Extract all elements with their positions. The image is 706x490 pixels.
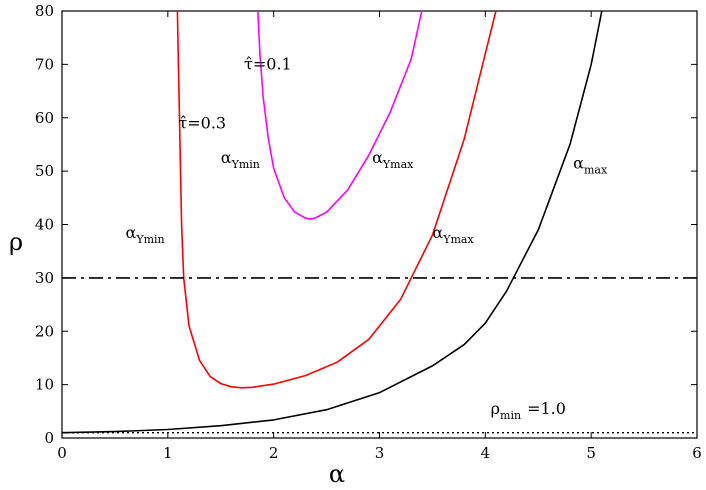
y-tick-label: 40: [35, 216, 54, 234]
annotation-label: ρmin =1.0: [491, 399, 566, 422]
annotation-main: ρ: [491, 399, 500, 418]
annotation-main: α: [372, 148, 383, 167]
annotation-label: αYmin: [126, 223, 165, 246]
y-tick-label: 60: [35, 109, 54, 127]
x-tick-label: 0: [57, 444, 67, 462]
annotation-label: τ̂=0.3: [178, 113, 226, 132]
annotation-subscript: min: [500, 409, 521, 422]
series-line-3: [257, 11, 423, 220]
annotation-main: α: [573, 153, 584, 172]
annotation-main: α: [221, 148, 232, 167]
x-tick-label: 4: [481, 444, 491, 462]
x-tick-label: 1: [163, 444, 173, 462]
plot-frame: [61, 10, 698, 439]
series-line-1: [62, 11, 603, 434]
annotation-label: αYmin: [221, 148, 260, 171]
axes-frame: [61, 10, 698, 439]
annotation-label: αYmax: [432, 223, 474, 246]
y-tick-label: 50: [35, 162, 54, 180]
y-tick-label: 30: [35, 269, 54, 287]
y-tick-label: 10: [35, 376, 54, 394]
annotation-main: τ̂=0.1: [244, 55, 292, 74]
annotation-label: τ̂=0.1: [244, 55, 292, 74]
annotation-suffix: =1.0: [527, 399, 566, 418]
series-lines: [62, 11, 697, 434]
annotation-label: αmax: [573, 153, 608, 176]
annotation-subscript: Ymin: [135, 233, 164, 246]
annotation-label: αYmax: [372, 148, 414, 171]
x-axis-title: α: [329, 460, 345, 488]
annotation-main: α: [126, 223, 137, 242]
x-tick-label: 5: [586, 444, 596, 462]
x-tick-label: 2: [269, 444, 279, 462]
x-tick-label: 3: [375, 444, 385, 462]
annotation-subscript: Ymax: [442, 233, 474, 246]
y-tick-label: 20: [35, 322, 54, 340]
x-tick-label: 6: [692, 444, 702, 462]
annotation-main: τ̂=0.3: [178, 113, 226, 132]
annotation-subscript: Ymin: [231, 158, 260, 171]
y-tick-label: 0: [44, 429, 54, 447]
annotation-main: α: [432, 223, 443, 242]
annotation-subscript: Ymax: [382, 158, 414, 171]
y-axis-title: ρ: [9, 228, 23, 256]
y-tick-label: 70: [35, 55, 54, 73]
y-tick-label: 80: [35, 2, 54, 20]
series-line-2: [176, 11, 497, 389]
annotation-subscript: max: [584, 163, 608, 176]
